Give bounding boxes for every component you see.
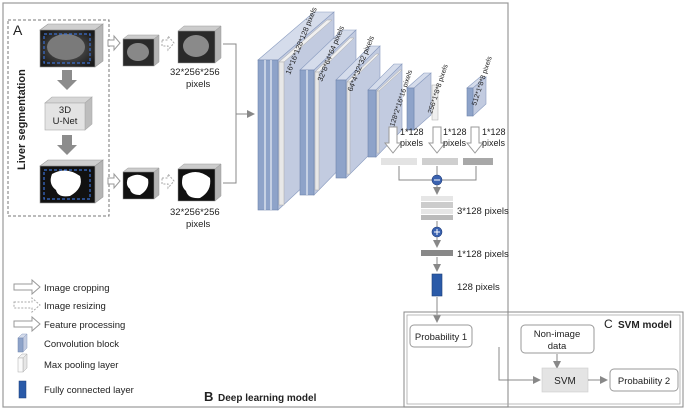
conv-block-6 <box>466 76 487 117</box>
legend-convolution-block: Convolution block <box>44 339 119 350</box>
liver-mask-volume <box>39 159 104 204</box>
max-pool-1 <box>278 19 333 206</box>
legend-max-pooling-layer: Max pooling layer <box>44 360 118 371</box>
resized-mask-image <box>177 163 222 202</box>
probability-2-label: Probability 2 <box>618 376 670 387</box>
crop-region-box <box>43 169 91 200</box>
max-pool-4 <box>376 69 403 154</box>
fully-connected-layer <box>431 273 443 297</box>
feature-3-unit: pixels <box>482 138 506 148</box>
legend-resizing-arrow-icon <box>13 296 41 314</box>
legend-image-cropping: Image cropping <box>44 283 109 294</box>
bottom-input-size: 32*256*256 <box>170 207 220 218</box>
non-image-label-line2: data <box>548 341 567 352</box>
fc-size-label: 128 pixels <box>457 282 500 293</box>
probability-1-label: Probability 1 <box>415 332 467 343</box>
feature-2-size: 1*128 <box>443 127 467 137</box>
panel-b-letter: B <box>204 389 213 404</box>
cropped-ct-image <box>122 34 160 67</box>
panel-c-title: SVM model <box>618 320 672 331</box>
panel-c-outer-frame <box>403 311 684 408</box>
unet-label-line2: U-Net <box>53 116 78 127</box>
probability-2-box <box>609 368 679 392</box>
concatenated-feature <box>421 196 453 220</box>
legend-convolution-block-icon <box>17 333 28 353</box>
panel-a-letter: A <box>13 22 23 38</box>
probability-1-box <box>409 324 473 348</box>
cropped-mask-image <box>122 167 160 200</box>
feature-1-size: 1*128 <box>400 127 424 137</box>
feature-processing-arrow-icon <box>465 126 485 154</box>
image-cropping-arrow-icon <box>107 34 121 52</box>
conv-block-5 <box>406 72 432 131</box>
panel-b-frame <box>2 2 509 408</box>
crop-region-box <box>43 33 91 64</box>
image-resizing-arrow-icon <box>161 34 175 52</box>
top-input-size-unit: pixels <box>186 79 211 90</box>
max-pool-3 <box>346 53 380 175</box>
input-merge-connector <box>223 43 237 184</box>
prob1-to-svm-connector <box>498 347 541 384</box>
legend-max-pooling-icon <box>17 353 28 373</box>
max-pool-5 <box>431 84 439 121</box>
unet-label-line1: 3D <box>59 105 71 116</box>
image-resizing-arrow-icon <box>161 172 175 190</box>
panel-c-inner-frame <box>406 314 681 405</box>
liver-segmentation-title: Liver segmentation <box>16 69 28 170</box>
legend-fully-connected-layer: Fully connected layer <box>44 385 134 396</box>
resized-ct-image <box>177 25 222 64</box>
image-cropping-arrow-icon <box>107 172 121 190</box>
legend: Image cropping Image resizing Feature pr… <box>13 278 134 399</box>
legend-image-resizing: Image resizing <box>44 301 106 312</box>
concat-size-label: 3*128 pixels <box>457 206 509 217</box>
legend-feature-processing: Feature processing <box>44 320 125 331</box>
down-arrow-icon <box>57 135 77 155</box>
top-input-size: 32*256*256 <box>170 67 220 78</box>
legend-fully-connected-icon <box>18 380 27 399</box>
feature-3-size: 1*128 <box>482 127 506 137</box>
non-image-data-box <box>520 324 595 354</box>
max-pool-2 <box>314 37 355 191</box>
legend-cropping-arrow-icon <box>13 278 41 296</box>
feature-processing-arrow-icon <box>383 126 403 154</box>
feature-vector-1 <box>381 158 417 165</box>
non-image-label-line1: Non-image <box>534 329 580 340</box>
panel-c-letter: C <box>604 317 613 331</box>
feature-1-unit: pixels <box>400 138 424 148</box>
panel-b-title: Deep learning model <box>218 393 317 404</box>
ct-volume-input <box>39 23 104 68</box>
feature-processing-arrow-icon <box>427 126 447 154</box>
legend-feature-processing-arrow-icon <box>13 315 41 333</box>
unet-block <box>44 96 93 131</box>
feature-2-unit: pixels <box>443 138 467 148</box>
reduced-feature <box>421 250 453 256</box>
svm-label: SVM <box>554 376 576 387</box>
bottom-input-size-unit: pixels <box>186 219 211 230</box>
reduced-size-label: 1*128 pixels <box>457 249 509 260</box>
feature-vector-3 <box>463 158 493 165</box>
down-arrow-icon <box>57 70 77 90</box>
panel-a-frame <box>7 19 110 217</box>
feature-vector-2 <box>422 158 458 165</box>
